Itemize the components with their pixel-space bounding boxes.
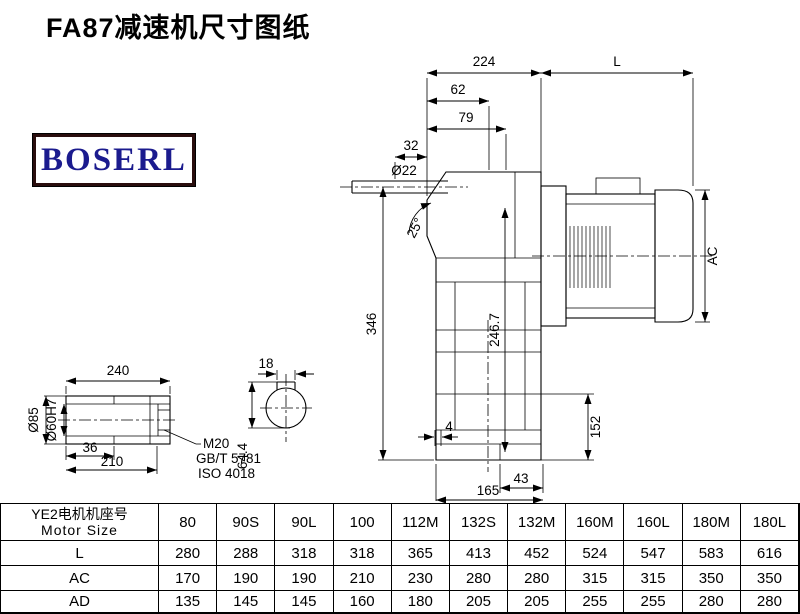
col-header: 90S	[217, 504, 276, 541]
table-cell: 145	[217, 591, 276, 613]
table-cell: 452	[508, 541, 567, 566]
col-header: 100	[333, 504, 392, 541]
col-header: 80	[159, 504, 218, 541]
table-cell: 315	[566, 566, 625, 591]
col-header: 90L	[275, 504, 334, 541]
table-cell: 280	[740, 591, 799, 613]
dim-L: L	[613, 54, 621, 69]
motor-fan-cover	[654, 189, 694, 323]
shaft-detail-view: 240 Ø85 Ø60H7 36 210	[26, 363, 261, 481]
row-label-AD: AD	[1, 591, 159, 613]
dim-152: 152	[588, 416, 603, 439]
col-header: 160L	[624, 504, 683, 541]
dim-18: 18	[258, 356, 273, 371]
table-header-cn: YE2电机机座号	[31, 505, 128, 522]
page-title: FA87减速机尺寸图纸	[46, 13, 311, 43]
table-cell: 230	[391, 566, 450, 591]
table-cell: 288	[217, 541, 276, 566]
dim-32: 32	[403, 138, 418, 153]
table-cell: 524	[566, 541, 625, 566]
dimension-drawing: 224 L 62 79 32 Ø22 25° 346 246.7	[26, 54, 720, 503]
row-label-L: L	[1, 541, 159, 566]
table-cell: 135	[159, 591, 218, 613]
table-cell: 190	[217, 566, 276, 591]
table-cell: 350	[740, 566, 799, 591]
main-dimensions: 224 L 62 79 32 Ø22 25° 346 246.7	[364, 54, 720, 503]
label-iso-standard: ISO 4018	[198, 466, 255, 481]
table-cell: 280	[159, 541, 218, 566]
boserl-logo: BOSERL	[32, 133, 196, 187]
dim-64-4: 64.4	[235, 442, 250, 469]
dim-79: 79	[458, 110, 473, 125]
col-header: 180L	[740, 504, 799, 541]
table-cell: 255	[624, 591, 683, 613]
table-cell: 318	[333, 541, 392, 566]
col-header: 180M	[682, 504, 741, 541]
table-cell: 190	[275, 566, 334, 591]
table-cell: 413	[449, 541, 509, 566]
dim-246-7: 246.7	[487, 313, 502, 347]
table-cell: 583	[682, 541, 741, 566]
dim-224: 224	[473, 54, 496, 69]
table-header-en: Motor Size	[41, 522, 118, 538]
logo-text: BOSERL	[41, 141, 187, 178]
table-cell: 145	[275, 591, 334, 613]
col-header: 112M	[391, 504, 450, 541]
dim-36: 36	[82, 440, 97, 455]
table-cell: 205	[508, 591, 567, 613]
dim-43: 43	[513, 471, 528, 486]
table-cell: 170	[159, 566, 218, 591]
table-header-motor-size: YE2电机机座号 Motor Size	[1, 504, 159, 541]
bore-section-view: 18 64.4	[235, 356, 314, 469]
table-cell: 280	[449, 566, 509, 591]
table-cell: 547	[624, 541, 683, 566]
label-gb-standard: GB/T 5781	[196, 451, 261, 466]
dim-210: 210	[101, 454, 124, 469]
col-header: 132M	[508, 504, 567, 541]
dim-4: 4	[445, 419, 453, 434]
label-m20: M20	[203, 436, 229, 451]
gearbox-housing	[426, 171, 542, 461]
table-cell: 180	[391, 591, 450, 613]
table-cell: 160	[333, 591, 392, 613]
dim-346: 346	[364, 313, 379, 336]
dim-angle-25: 25°	[404, 215, 427, 240]
table-cell: 210	[333, 566, 392, 591]
table-cell: 365	[391, 541, 450, 566]
motor-winding-hatch	[569, 226, 611, 288]
gearbox-main-view	[340, 171, 712, 472]
table-cell: 205	[449, 591, 509, 613]
table-cell: 280	[508, 566, 567, 591]
dim-165: 165	[477, 483, 500, 498]
col-header: 160M	[566, 504, 625, 541]
motor-size-table: YE2电机机座号 Motor Size 80 90S 90L 100 112M …	[0, 503, 800, 614]
dim-dia60h7: Ø60H7	[44, 399, 59, 442]
table-cell: 616	[740, 541, 799, 566]
dim-dia22: Ø22	[391, 163, 417, 178]
dim-62: 62	[450, 82, 465, 97]
dim-240: 240	[107, 363, 130, 378]
row-label-AC: AC	[1, 566, 159, 591]
motor-terminal-box	[595, 177, 641, 195]
table-cell: 350	[682, 566, 741, 591]
dim-dia85: Ø85	[26, 407, 41, 433]
table-cell: 315	[624, 566, 683, 591]
table-cell: 280	[682, 591, 741, 613]
table-cell: 318	[275, 541, 334, 566]
dim-AC: AC	[705, 246, 720, 265]
col-header: 132S	[449, 504, 509, 541]
table-cell: 255	[566, 591, 625, 613]
